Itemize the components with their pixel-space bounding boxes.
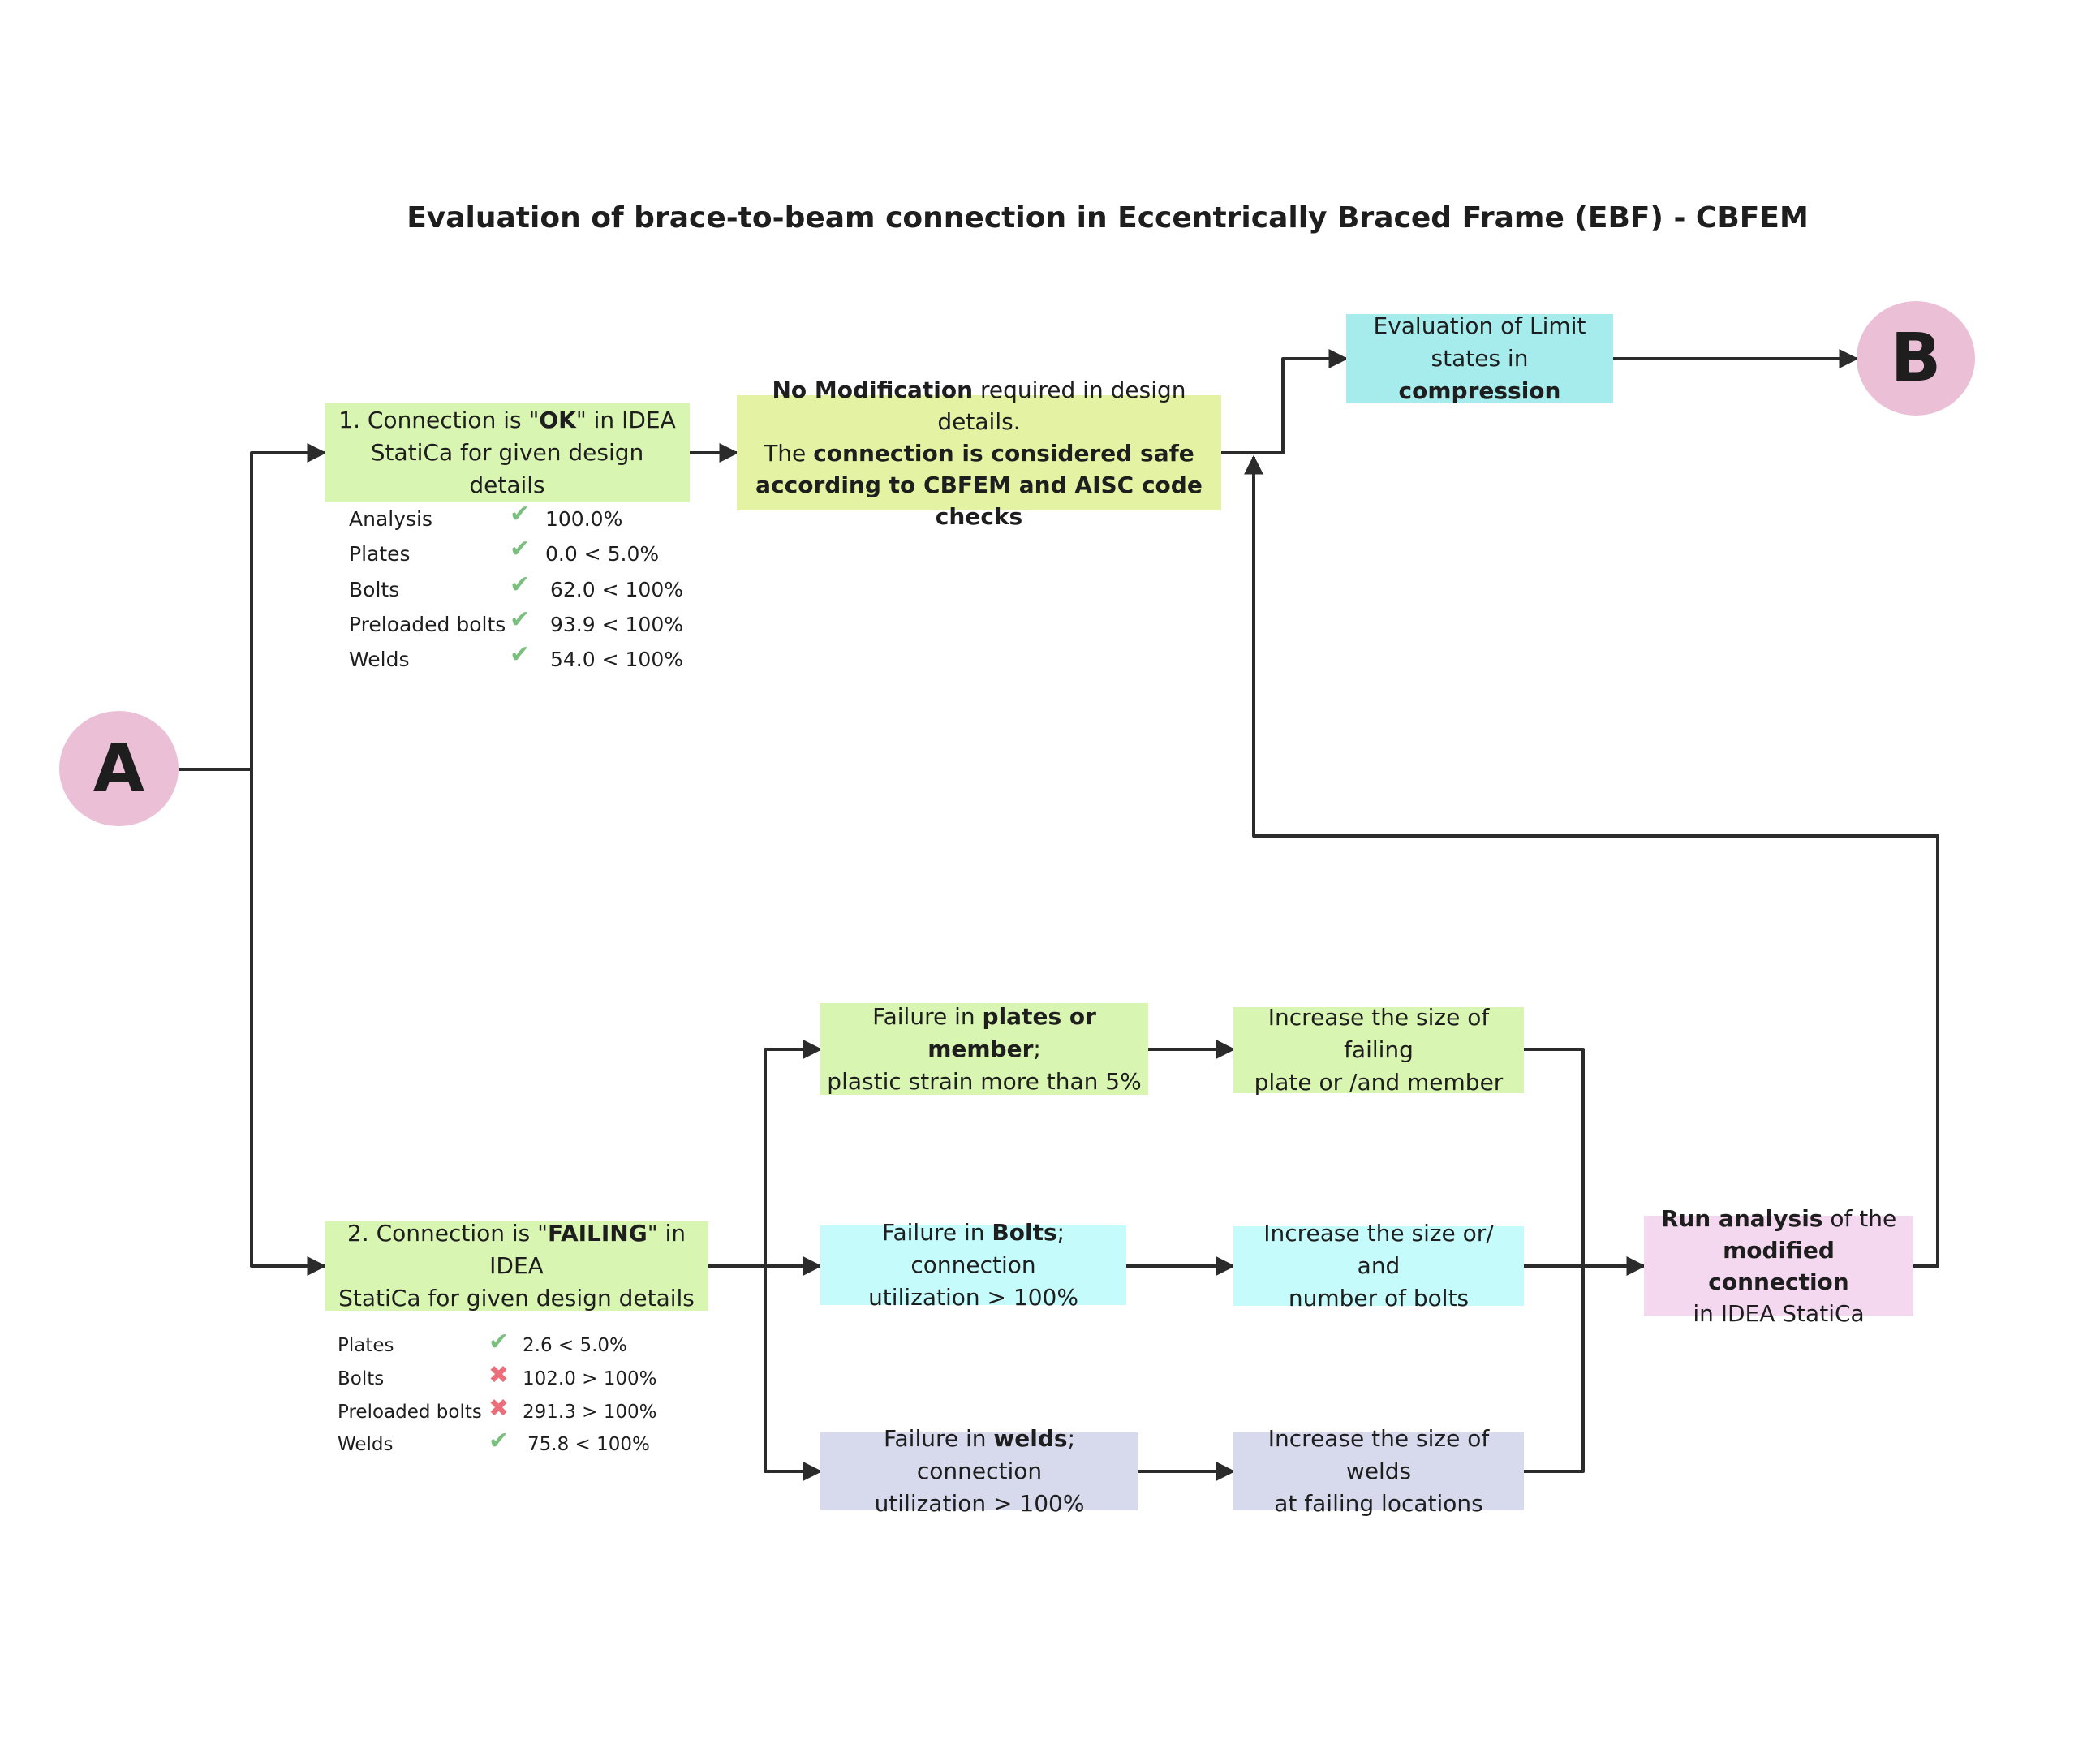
check-label: Plates	[349, 542, 411, 566]
no-modification-line-3: according to CBFEM and AISC code checks	[755, 471, 1203, 530]
bolts-failure-box: Failure in Bolts; connection utilization…	[820, 1219, 1126, 1311]
check-value: 75.8 < 100%	[527, 1434, 650, 1455]
node-a-label: A	[93, 730, 145, 808]
bolts-failure-line-2: utilization > 100%	[868, 1284, 1078, 1311]
bolts-fix-line-1: Increase the size or/ and	[1263, 1220, 1494, 1279]
welds-fix-line-2: at failing locations	[1274, 1490, 1483, 1517]
failing-connection-line-1: 2. Connection is "FAILING" in IDEA	[346, 1220, 686, 1279]
welds-failure-line-1: Failure in welds; connection	[883, 1425, 1076, 1484]
check-value: 100.0%	[545, 507, 623, 531]
check-label: Preloaded bolts	[338, 1402, 482, 1423]
welds-fix-line-1: Increase the size of welds	[1267, 1425, 1490, 1484]
plates-fix-line-2: plate or /and member	[1254, 1069, 1504, 1096]
check-value: 0.0 < 5.0%	[545, 542, 660, 566]
bolts-failure-line-1: Failure in Bolts; connection	[881, 1219, 1065, 1278]
failing-connection-box: 2. Connection is "FAILING" in IDEA Stati…	[325, 1220, 708, 1312]
check-value: 54.0 < 100%	[550, 648, 683, 671]
check-icon: ✔	[488, 1328, 510, 1356]
connector-nomod-to-compression	[1221, 349, 1349, 454]
welds-failure-box: Failure in welds; connection utilization…	[820, 1425, 1138, 1517]
check-label: Plates	[338, 1335, 394, 1356]
connector-plates-fix-to-run	[1524, 1048, 1585, 1473]
failing-connection-line-2: StatiCa for given design details	[338, 1285, 695, 1312]
node-b-label: B	[1890, 320, 1942, 397]
bolts-fix-line-2: number of bolts	[1288, 1285, 1470, 1312]
welds-failure-line-2: utilization > 100%	[874, 1490, 1085, 1517]
check-value: 102.0 > 100%	[523, 1368, 657, 1389]
ok-connection-line-1: 1. Connection is "OK" in IDEA	[338, 407, 676, 433]
diagram-title: Evaluation of brace-to-beam connection i…	[407, 201, 1809, 235]
check-label: Analysis	[349, 507, 433, 531]
node-b: B	[1857, 301, 1975, 416]
no-modification-line-2: The connection is considered safe	[764, 439, 1194, 467]
run-analysis-line-2: modified connection	[1708, 1236, 1849, 1295]
connector-a-to-fail	[250, 769, 327, 1276]
plates-failure-line-1: Failure in plates or member;	[872, 1002, 1096, 1062]
check-value: 2.6 < 5.0%	[523, 1335, 627, 1356]
compression-evaluation-box: Evaluation of Limit states in compressio…	[1346, 312, 1613, 404]
compression-line-2: states in compression	[1398, 345, 1561, 404]
run-analysis-line-1: Run analysis of the	[1660, 1204, 1897, 1232]
ok-checks: Analysis ✔ 100.0% Plates ✔ 0.0 < 5.0% Bolts ✔…	[349, 502, 690, 678]
connector-to-plates-failure	[764, 1040, 823, 1266]
failing-checks: Plates ✔ 2.6 < 5.0% Bolts ✖ 102.0 > 100% Pre…	[338, 1330, 678, 1473]
check-icon: ✔	[510, 535, 531, 563]
check-label: Welds	[338, 1434, 394, 1455]
check-label: Bolts	[338, 1368, 385, 1389]
compression-line-1: Evaluation of Limit	[1373, 312, 1586, 339]
connector-run-to-nomod	[1244, 454, 1939, 1268]
no-modification-box: No Modification required in design detai…	[737, 377, 1221, 530]
check-icon: ✔	[510, 605, 531, 634]
welds-fix-box: Increase the size of welds at failing lo…	[1233, 1425, 1524, 1517]
run-analysis-line-3: in IDEA StatiCa	[1693, 1299, 1865, 1327]
check-label: Welds	[349, 648, 410, 671]
check-icon: ✔	[488, 1427, 510, 1455]
check-icon: ✔	[510, 640, 531, 669]
plates-failure-box: Failure in plates or member; plastic str…	[820, 1003, 1148, 1095]
ok-connection-box: 1. Connection is "OK" in IDEA StatiCa fo…	[325, 403, 690, 502]
no-modification-line-1: No Modification required in design detai…	[772, 376, 1186, 435]
cross-icon: ✖	[488, 1361, 510, 1389]
check-value: 93.9 < 100%	[550, 613, 683, 636]
bolts-fix-box: Increase the size or/ and number of bolt…	[1233, 1220, 1524, 1312]
node-a: A	[59, 711, 179, 826]
plates-fix-line-1: Increase the size of failing	[1267, 1004, 1490, 1063]
check-icon: ✔	[510, 500, 531, 528]
cross-icon: ✖	[488, 1394, 510, 1423]
connector-to-welds-failure	[764, 1266, 823, 1481]
check-icon: ✔	[510, 571, 531, 599]
check-value: 291.3 > 100%	[523, 1402, 657, 1423]
check-label: Preloaded bolts	[349, 613, 506, 636]
plates-fix-box: Increase the size of failing plate or /a…	[1233, 1004, 1524, 1096]
run-analysis-box: Run analysis of the modified connection …	[1644, 1205, 1913, 1327]
plates-failure-line-2: plastic strain more than 5%	[827, 1067, 1142, 1095]
connector-a-to-ok	[179, 443, 327, 771]
check-value: 62.0 < 100%	[550, 578, 683, 601]
ok-connection-line-2: StatiCa for given design details	[370, 439, 644, 498]
check-label: Bolts	[349, 578, 400, 601]
